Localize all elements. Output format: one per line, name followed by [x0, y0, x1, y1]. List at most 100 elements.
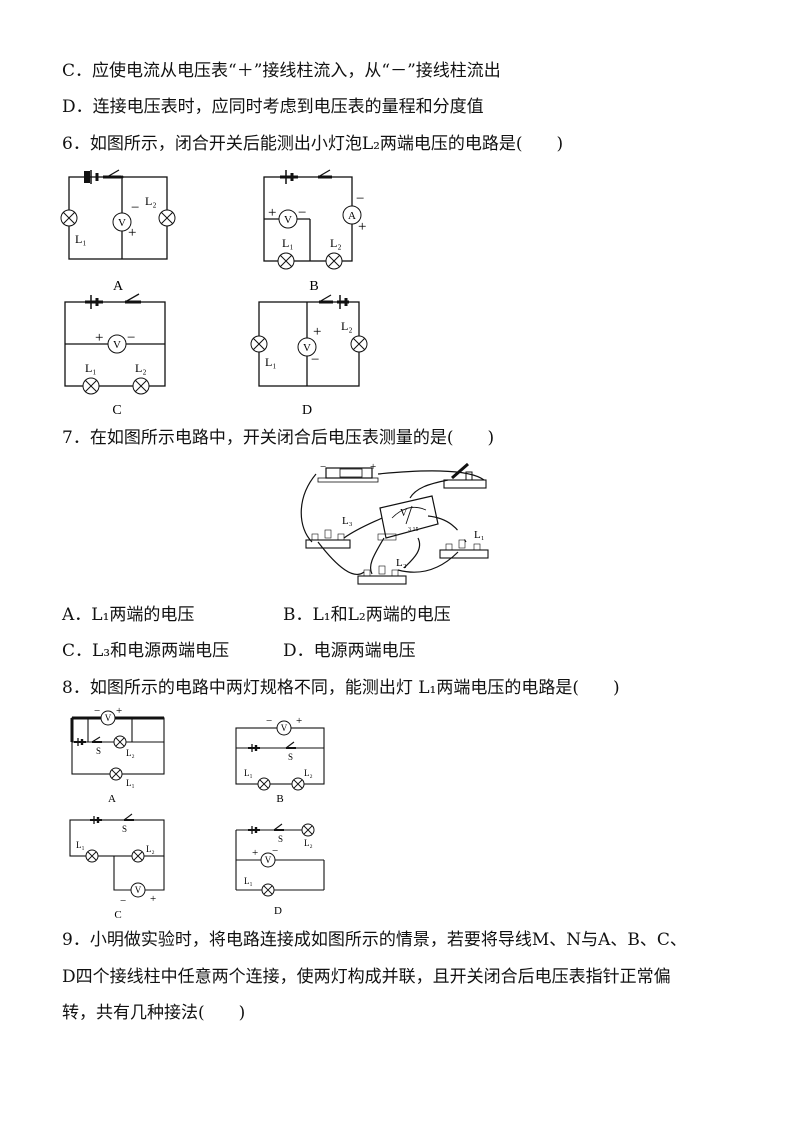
- svg-text:L₁: L₁: [126, 778, 135, 788]
- svg-text:L₁: L₁: [474, 529, 485, 541]
- q6-figure-b: V A + − − + L₁ L₂ B: [263, 169, 366, 294]
- svg-text:+: +: [128, 225, 136, 241]
- svg-text:L₁: L₁: [244, 876, 253, 886]
- svg-text:S: S: [96, 746, 101, 756]
- svg-text:+: +: [370, 461, 376, 473]
- q6a-lamp-l2-icon: [158, 209, 176, 227]
- svg-text:+: +: [313, 324, 321, 340]
- q9-stem-line-1: 9．小明做实验时，将电路连接成如图所示的情景，若要将导线M、N与A、B、C、: [62, 930, 687, 950]
- svg-text:L₂: L₂: [304, 838, 313, 848]
- q6-figure-c: V + − L₁ L₂ C: [64, 293, 166, 418]
- svg-text:−: −: [320, 461, 326, 473]
- svg-text:V: V: [265, 855, 272, 865]
- q8c-lamp-l2-icon: [131, 849, 145, 863]
- q6-stem: 6．如图所示，闭合开关后能测出小灯泡L₂两端电压的电路是( ): [62, 134, 564, 154]
- svg-text:L₂: L₂: [145, 194, 157, 208]
- svg-text:L₁: L₁: [265, 355, 277, 369]
- q8-figure-a: V − + S L₂ L₁ A: [70, 705, 165, 805]
- q7-switch-icon: [443, 462, 487, 489]
- q6a-voltmeter-icon: V: [112, 212, 132, 232]
- svg-text:V: V: [303, 342, 311, 354]
- svg-text:+: +: [95, 330, 103, 346]
- svg-text:V: V: [118, 217, 126, 229]
- svg-text:B: B: [276, 793, 283, 805]
- q5-option-c: C．应使电流从电压表“＋”接线柱流入，从“－”接线柱流出: [62, 61, 501, 81]
- svg-text:+: +: [150, 893, 156, 905]
- q7-lamp-l3-icon: [305, 518, 351, 549]
- q8b-voltmeter-icon: V: [276, 720, 292, 736]
- q7-option-c: C．L₃和电源两端电压: [62, 641, 230, 661]
- svg-text:+: +: [358, 219, 366, 235]
- svg-text:V: V: [284, 214, 292, 226]
- svg-text:−: −: [298, 205, 306, 221]
- q8b-lamp-l1-icon: [257, 777, 271, 791]
- q5-option-d: D．连接电压表时，应同时考虑到电压表的量程和分度值: [62, 97, 484, 117]
- svg-text:−: −: [127, 330, 135, 346]
- q6c-lamp-l2-icon: [132, 377, 150, 395]
- q8c-voltmeter-icon: V: [130, 882, 146, 898]
- q6d-lamp-l2-icon: [350, 335, 368, 353]
- svg-text:L₂: L₂: [135, 361, 147, 375]
- q6b-lamp-l1-icon: [277, 252, 295, 270]
- q6d-lamp-l1-icon: [250, 335, 268, 353]
- svg-text:+: +: [116, 705, 122, 717]
- svg-text:S: S: [288, 752, 293, 762]
- q8b-lamp-l2-icon: [291, 777, 305, 791]
- svg-text:−: −: [266, 715, 272, 727]
- q6d-voltmeter-icon: V: [297, 337, 317, 357]
- q7-circuit-photo: − + V 3 15 L₃ L₁ L₂: [300, 461, 489, 585]
- svg-text:A: A: [113, 279, 124, 294]
- q6b-voltmeter-icon: V: [278, 209, 298, 229]
- svg-text:L₁: L₁: [85, 361, 97, 375]
- svg-text:A: A: [348, 210, 356, 222]
- svg-text:−: −: [120, 895, 126, 907]
- svg-text:C: C: [112, 403, 121, 418]
- q9-stem-line-3: 转，共有几种接法( ): [62, 1003, 246, 1023]
- svg-text:D: D: [274, 905, 282, 917]
- svg-text:L₁: L₁: [76, 840, 85, 850]
- svg-text:−: −: [272, 845, 278, 857]
- q6c-voltmeter-icon: V: [107, 334, 127, 354]
- svg-text:L₂: L₂: [341, 319, 353, 333]
- svg-text:−: −: [311, 352, 319, 368]
- q7-battery-icon: [317, 467, 379, 483]
- q8d-lamp-l1-icon: [261, 883, 275, 897]
- svg-text:+: +: [268, 205, 276, 221]
- q8-figure-d: V S L₂ + − L₁ D: [235, 823, 325, 917]
- svg-text:D: D: [302, 403, 312, 418]
- svg-text:3 15: 3 15: [408, 527, 419, 533]
- svg-text:L₁: L₁: [282, 236, 294, 250]
- q6c-lamp-l1-icon: [82, 377, 100, 395]
- svg-text:L₂: L₂: [330, 236, 342, 250]
- q7-lamp-l2-icon: [357, 554, 407, 585]
- svg-text:L₁: L₁: [244, 768, 253, 778]
- q6-figure-d: V + − L₁ L₂ D: [250, 294, 368, 418]
- svg-text:B: B: [309, 279, 318, 294]
- q8-figure-c: V S L₁ L₂ − + C: [69, 813, 165, 921]
- svg-text:+: +: [296, 715, 302, 727]
- q7-option-b: B．L₁和L₂两端的电压: [283, 605, 451, 625]
- q8a-lamp-l2-icon: [113, 735, 127, 749]
- svg-text:C: C: [114, 909, 121, 921]
- svg-text:S: S: [122, 824, 127, 834]
- q8c-lamp-l1-icon: [85, 849, 99, 863]
- q6b-ammeter-icon: A: [342, 205, 362, 225]
- svg-text:L₃: L₃: [342, 515, 353, 527]
- svg-text:L₂: L₂: [146, 844, 155, 854]
- q8d-lamp-l2-icon: [301, 823, 315, 837]
- q7-lamp-l1-icon: [439, 528, 489, 559]
- svg-text:L₂: L₂: [304, 768, 313, 778]
- svg-text:V: V: [135, 885, 142, 895]
- svg-text:V: V: [400, 508, 408, 519]
- q8d-voltmeter-icon: V: [260, 852, 276, 868]
- q7-voltmeter-icon: V 3 15: [377, 495, 439, 541]
- svg-text:V: V: [281, 723, 288, 733]
- svg-text:L₂: L₂: [126, 748, 135, 758]
- q7-stem: 7．在如图所示电路中，开关闭合后电压表测量的是( ): [62, 428, 495, 448]
- q6a-lamp-l1-icon: [60, 209, 78, 227]
- svg-text:L₂: L₂: [396, 557, 407, 569]
- q8a-lamp-l1-icon: [109, 767, 123, 781]
- svg-text:−: −: [94, 705, 100, 717]
- svg-text:+: +: [252, 847, 258, 859]
- q9-stem-line-2: D四个接线柱中任意两个连接，使两灯构成并联，且开关闭合后电压表指针正常偏: [62, 967, 671, 987]
